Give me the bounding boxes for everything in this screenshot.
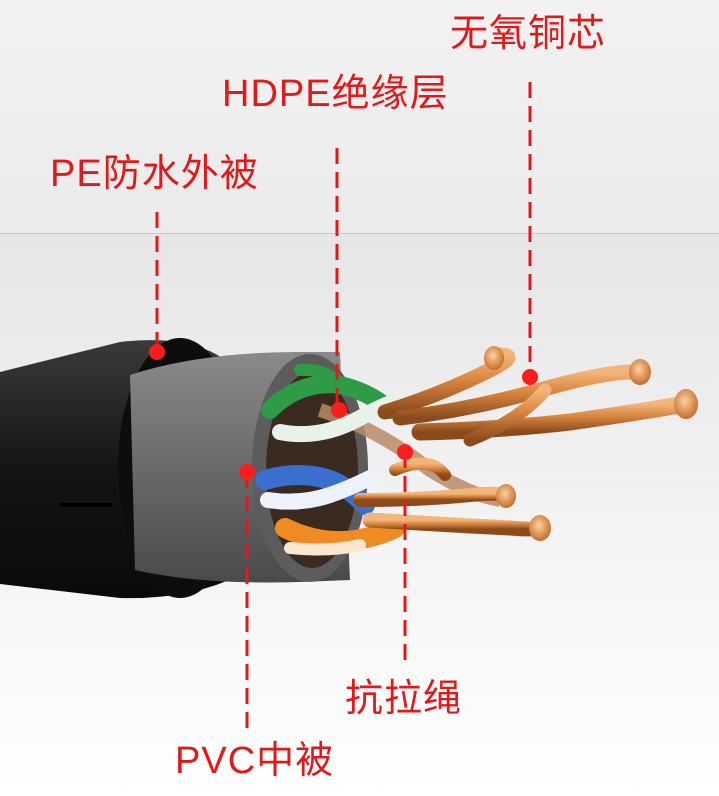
marker-dots <box>149 344 538 480</box>
label-pvc-jacket: PVC中被 <box>175 740 335 782</box>
label-copper-core: 无氧铜芯 <box>450 13 607 55</box>
copper-conductors <box>353 346 698 541</box>
leader-lines <box>155 82 532 730</box>
marker-dot-hdpe <box>331 402 347 418</box>
label-hdpe-insulation: HDPE绝缘层 <box>222 73 449 115</box>
label-pe-jacket: PE防水外被 <box>50 153 259 195</box>
background-top <box>0 0 719 234</box>
marker-dot-copper <box>522 369 538 385</box>
marker-dot-pvc <box>239 464 255 480</box>
label-tensile-rope: 抗拉绳 <box>345 678 463 720</box>
horizon-line <box>0 233 719 234</box>
marker-dot-pe <box>149 344 165 360</box>
orange-pair <box>275 518 405 556</box>
marker-dot-rope <box>397 444 413 460</box>
